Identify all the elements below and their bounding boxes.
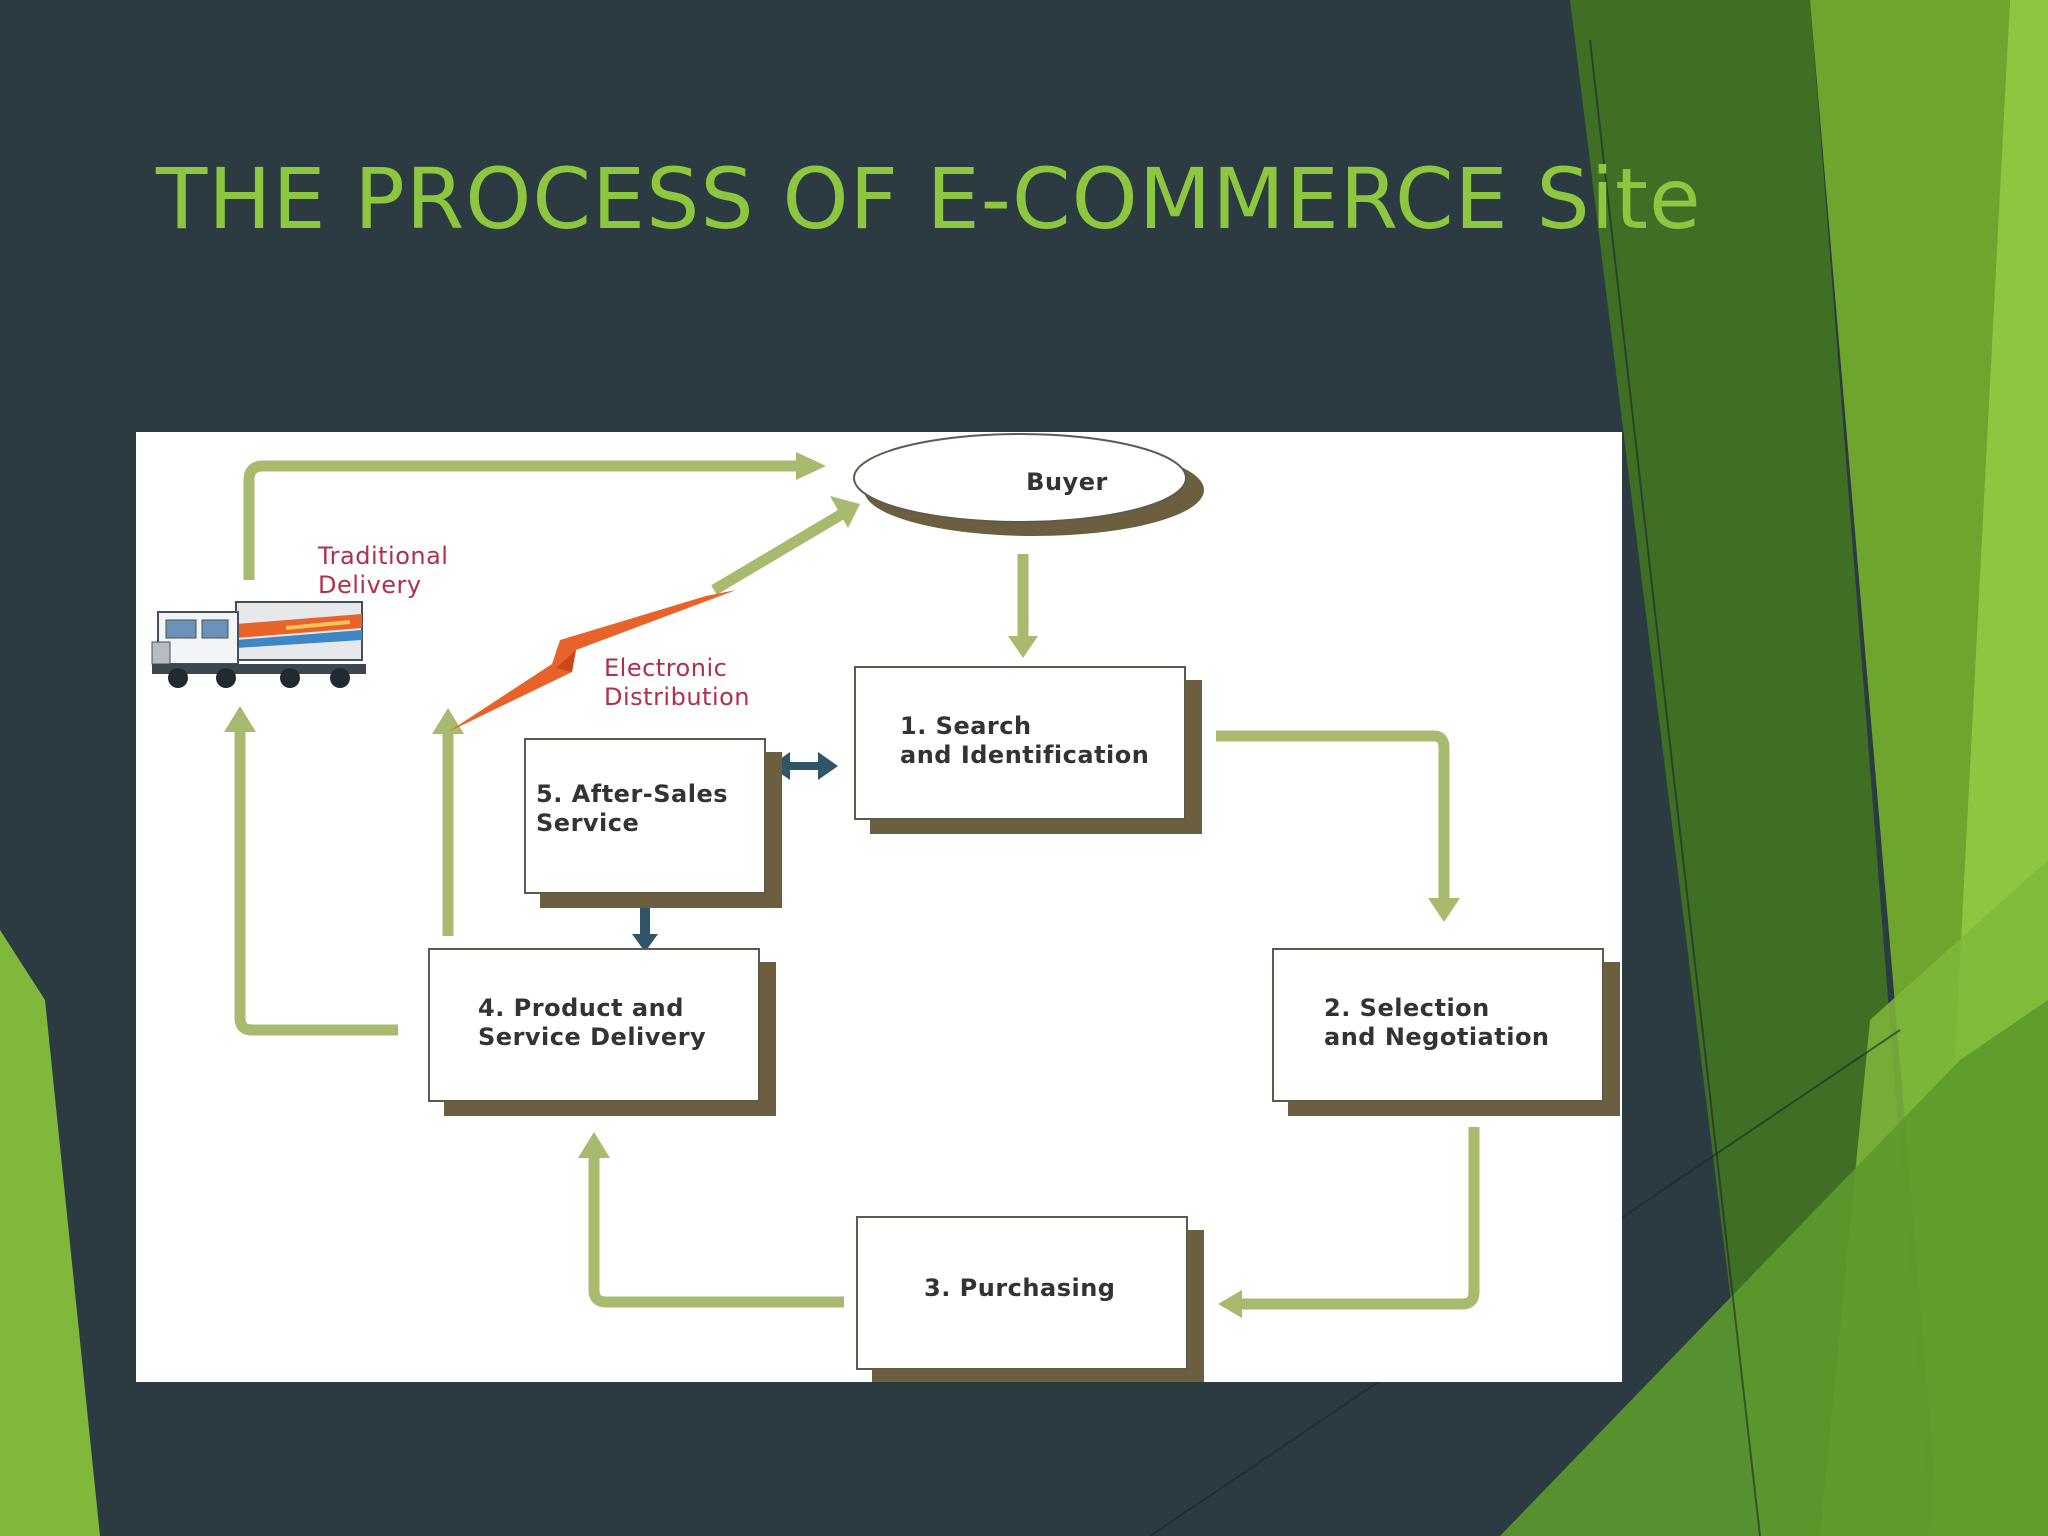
- flow-arrow-purchasing-to-delivery: [588, 1152, 844, 1308]
- step-after-sales-box: 5. After-Sales Service: [524, 738, 766, 894]
- traditional-delivery-label: Traditional Delivery: [318, 542, 449, 599]
- arrowhead-selection: [1428, 898, 1460, 922]
- arrowhead-buyer-left: [796, 452, 826, 480]
- step-selection-label: 2. Selection and Negotiation: [1324, 994, 1550, 1051]
- double-arrow-after-sales-search: [770, 752, 838, 780]
- flow-arrow-truck-to-buyer: [243, 460, 796, 580]
- step-search-box: 1. Search and Identification: [854, 666, 1186, 820]
- step-after-sales-label: 5. After-Sales Service: [536, 780, 729, 837]
- buyer-node: [853, 433, 1204, 536]
- flow-arrow-search-to-selection: [1216, 730, 1450, 902]
- ecommerce-process-diagram: Buyer Traditional Delivery Electronic Di…: [136, 432, 1622, 1382]
- step-search-label: 1. Search and Identification: [900, 712, 1150, 769]
- step-delivery-box: 4. Product and Service Delivery: [428, 948, 760, 1102]
- lightning-icon: [448, 590, 736, 732]
- flow-arrow-selection-to-purchasing: [1238, 1127, 1480, 1310]
- arrowhead-electronic: [432, 708, 464, 734]
- flow-arrow-delivery-to-truck: [234, 728, 398, 1036]
- slide-title: THE PROCESS OF E-COMMERCE Site: [156, 150, 1702, 248]
- diagram-arrows: [151, 433, 1480, 1318]
- arrowhead-purchasing: [1218, 1290, 1242, 1318]
- step-delivery-label: 4. Product and Service Delivery: [478, 994, 707, 1051]
- buyer-label: Buyer: [1026, 468, 1108, 496]
- step-purchasing-box: 3. Purchasing: [856, 1216, 1188, 1370]
- step-selection-box: 2. Selection and Negotiation: [1272, 948, 1604, 1102]
- arrowhead-buyer-electronic: [830, 496, 860, 528]
- electronic-distribution-label: Electronic Distribution: [604, 654, 751, 711]
- double-arrow-after-sales-delivery: [632, 888, 658, 952]
- arrowhead-delivery: [578, 1132, 610, 1158]
- arrowhead-truck: [224, 706, 256, 732]
- flow-arrow-electronic-to-buyer: [711, 509, 845, 595]
- arrowhead-search: [1008, 636, 1038, 658]
- truck-icon: [151, 601, 366, 688]
- step-purchasing-label: 3. Purchasing: [924, 1274, 1116, 1302]
